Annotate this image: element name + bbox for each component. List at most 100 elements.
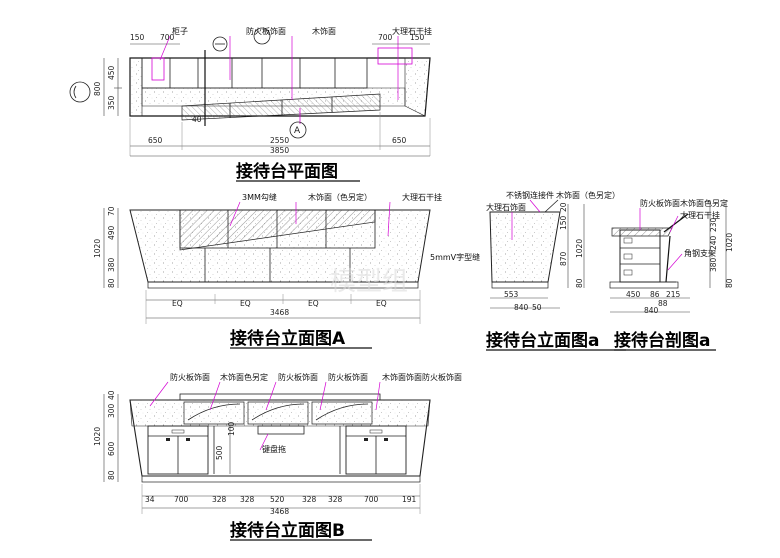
plan-dim-left-350: 350: [107, 95, 116, 110]
section-a-dim-215: 215: [666, 290, 681, 299]
elev-b-dim-700b: 700: [364, 495, 379, 504]
section-a-top-panel: [611, 227, 673, 237]
section-a-label-angle: 角钢支架: [684, 248, 716, 258]
elev-a2-dim-553: 553: [504, 290, 519, 299]
elevation-b: 防火板饰面 木饰面色另定 防火板饰面 防火板饰面 木饰面饰面防火板饰面 键盘拖 …: [93, 372, 462, 541]
elev-b-dim-520: 520: [270, 495, 285, 504]
elev-b-title: 接待台立面图B: [230, 520, 345, 541]
elev-a-dim-eq3: EQ: [308, 299, 319, 308]
plan-dim-top-150a: 150: [130, 33, 145, 42]
elev-a2-dim-840: 840: [514, 303, 529, 312]
section-a-label-fire-wood: 防火板饰面木饰面色另定: [640, 198, 728, 208]
elev-b-label-keyboard: 键盘拖: [262, 444, 286, 454]
elev-a-dim-380: 380: [107, 257, 116, 272]
plan-dim-bottom-2550: 2550: [270, 136, 289, 145]
plan-dim-bottom-650b: 650: [392, 136, 407, 145]
plan-marker-a: A: [294, 126, 301, 136]
elev-a2-dim-870: 870: [559, 251, 568, 266]
elev-a-dim-eq4: EQ: [376, 299, 387, 308]
elev-b-dim-total: 3468: [270, 507, 289, 516]
elev-b-dim-80: 80: [107, 470, 116, 480]
section-a-title: 接待台剖图a: [614, 330, 710, 351]
section-a-dim-380: 380: [709, 257, 718, 272]
elev-b-dim-40: 40: [107, 390, 116, 400]
elev-a2-dim-20: 20: [559, 202, 568, 212]
elev-b-granite-top: [129, 399, 431, 427]
section-a-dim-240: 240: [709, 235, 718, 250]
plan-dim-left-450: 450: [107, 65, 116, 80]
elev-a2-label-steel: 不锈钢连接件: [506, 190, 554, 200]
section-a-dim-86: 86: [650, 290, 660, 299]
elev-a-dim-1020: 1020: [93, 239, 102, 258]
elev-b-dim-500: 500: [215, 445, 224, 460]
elev-a2-title: 接待台立面图a: [486, 330, 599, 351]
elev-b-dim-328c: 328: [302, 495, 317, 504]
elev-b-dim-328b: 328: [240, 495, 255, 504]
elev-b-dim-700a: 700: [174, 495, 189, 504]
plan-dim-left-800: 800: [93, 81, 102, 96]
elev-b-dim-100: 100: [227, 421, 236, 436]
plan-marker-circle-a: [289, 121, 307, 139]
elev-a2-dim-1020: 1020: [575, 239, 584, 258]
elevation-a-side: 不锈钢连接件 木饰面（色另定） 大理石饰面 20 150 870 1020 80…: [486, 190, 626, 351]
section-a-dim-840: 840: [644, 306, 659, 315]
elev-a-label-vgroove: 5mmV字型缝: [430, 252, 480, 262]
elev-a-title: 接待台立面图A: [230, 328, 346, 349]
plan-cabinet-strip: [141, 57, 368, 89]
elev-a2-dim-150: 150: [559, 215, 568, 230]
plan-title: 接待台平面图: [236, 161, 338, 182]
elev-b-dim-1020: 1020: [93, 427, 102, 446]
elev-a2-label-wood: 木饰面（色另定）: [556, 190, 620, 200]
section-a-label-marble: 大理石干挂: [680, 210, 720, 220]
section-a-dim-450: 450: [626, 290, 641, 299]
elev-b-label-wood: 木饰面色另定: [220, 372, 268, 382]
elev-a2-body: [489, 211, 561, 283]
section-a: 防火板饰面木饰面色另定 大理石干挂 角钢支架 230 240 1020 380 …: [609, 198, 734, 351]
section-a-dim-1020: 1020: [725, 233, 734, 252]
elev-b-dim-191: 191: [402, 495, 417, 504]
elev-a2-dim-80: 80: [575, 278, 584, 288]
plan-label-fireproof: 防火板饰面: [246, 26, 286, 36]
elev-a2-label-marble: 大理石饰面: [486, 202, 526, 212]
plan-dim-bottom-650a: 650: [148, 136, 163, 145]
elev-b-dim-328d: 328: [328, 495, 343, 504]
elev-b-label-fire1: 防火板饰面: [170, 372, 210, 382]
plan-marker-left: [69, 81, 91, 103]
elev-a-dim-eq1: EQ: [172, 299, 183, 308]
watermark: 模型组: [330, 267, 408, 297]
elev-a-label-groove: 3MM勾缝: [242, 192, 277, 202]
elevation-a: 3MM勾缝 木饰面（色另定） 大理石干挂 5mmV字型缝 70 1020 490…: [93, 192, 480, 349]
elev-b-dim-300: 300: [107, 403, 116, 418]
elev-a-dim-490: 490: [107, 225, 116, 240]
plan-dim-top-700a: 700: [160, 33, 175, 42]
plan-marker-top2: [212, 36, 228, 52]
elev-a-dim-70: 70: [107, 206, 116, 216]
elev-b-dim-600: 600: [107, 441, 116, 456]
plan-label-marble: 大理石干挂: [392, 26, 432, 36]
elev-a-dim-total: 3468: [270, 308, 289, 317]
plan-label-wood: 木饰面: [312, 26, 336, 36]
plan-marker-top: [253, 27, 271, 45]
elev-b-dim-34: 34: [145, 495, 155, 504]
plan-view: A 柜子 防火板饰面 木饰面 大理石干挂 150 700 700 150 800…: [69, 26, 432, 182]
plan-label-cabinet: 柜子: [172, 26, 188, 36]
section-a-dim-230: 230: [709, 217, 718, 232]
plan-dim-total-3850: 3850: [270, 146, 289, 155]
elev-b-keyboard-tray: [257, 425, 305, 435]
elev-a-label-marble: 大理石干挂: [402, 192, 442, 202]
elev-b-label-wood-fire: 木饰面饰面防火板饰面: [382, 372, 462, 382]
elev-b-label-fire2: 防火板饰面: [278, 372, 318, 382]
plan-dim-top-150b: 150: [410, 33, 425, 42]
plan-dim-top-700b: 700: [378, 33, 393, 42]
elev-a2-dim-50: 50: [532, 303, 542, 312]
plan-slanted-panel: [181, 93, 381, 121]
elev-b-label-fire3: 防火板饰面: [328, 372, 368, 382]
elev-a-dim-80: 80: [107, 278, 116, 288]
elev-a-label-wood: 木饰面（色另定）: [308, 192, 372, 202]
plan-marble-left: [129, 57, 143, 117]
elev-a-dim-eq2: EQ: [240, 299, 251, 308]
elev-b-dim-328a: 328: [212, 495, 227, 504]
section-a-dim-80: 80: [725, 278, 734, 288]
plan-dim-small-40: 40: [192, 115, 202, 124]
